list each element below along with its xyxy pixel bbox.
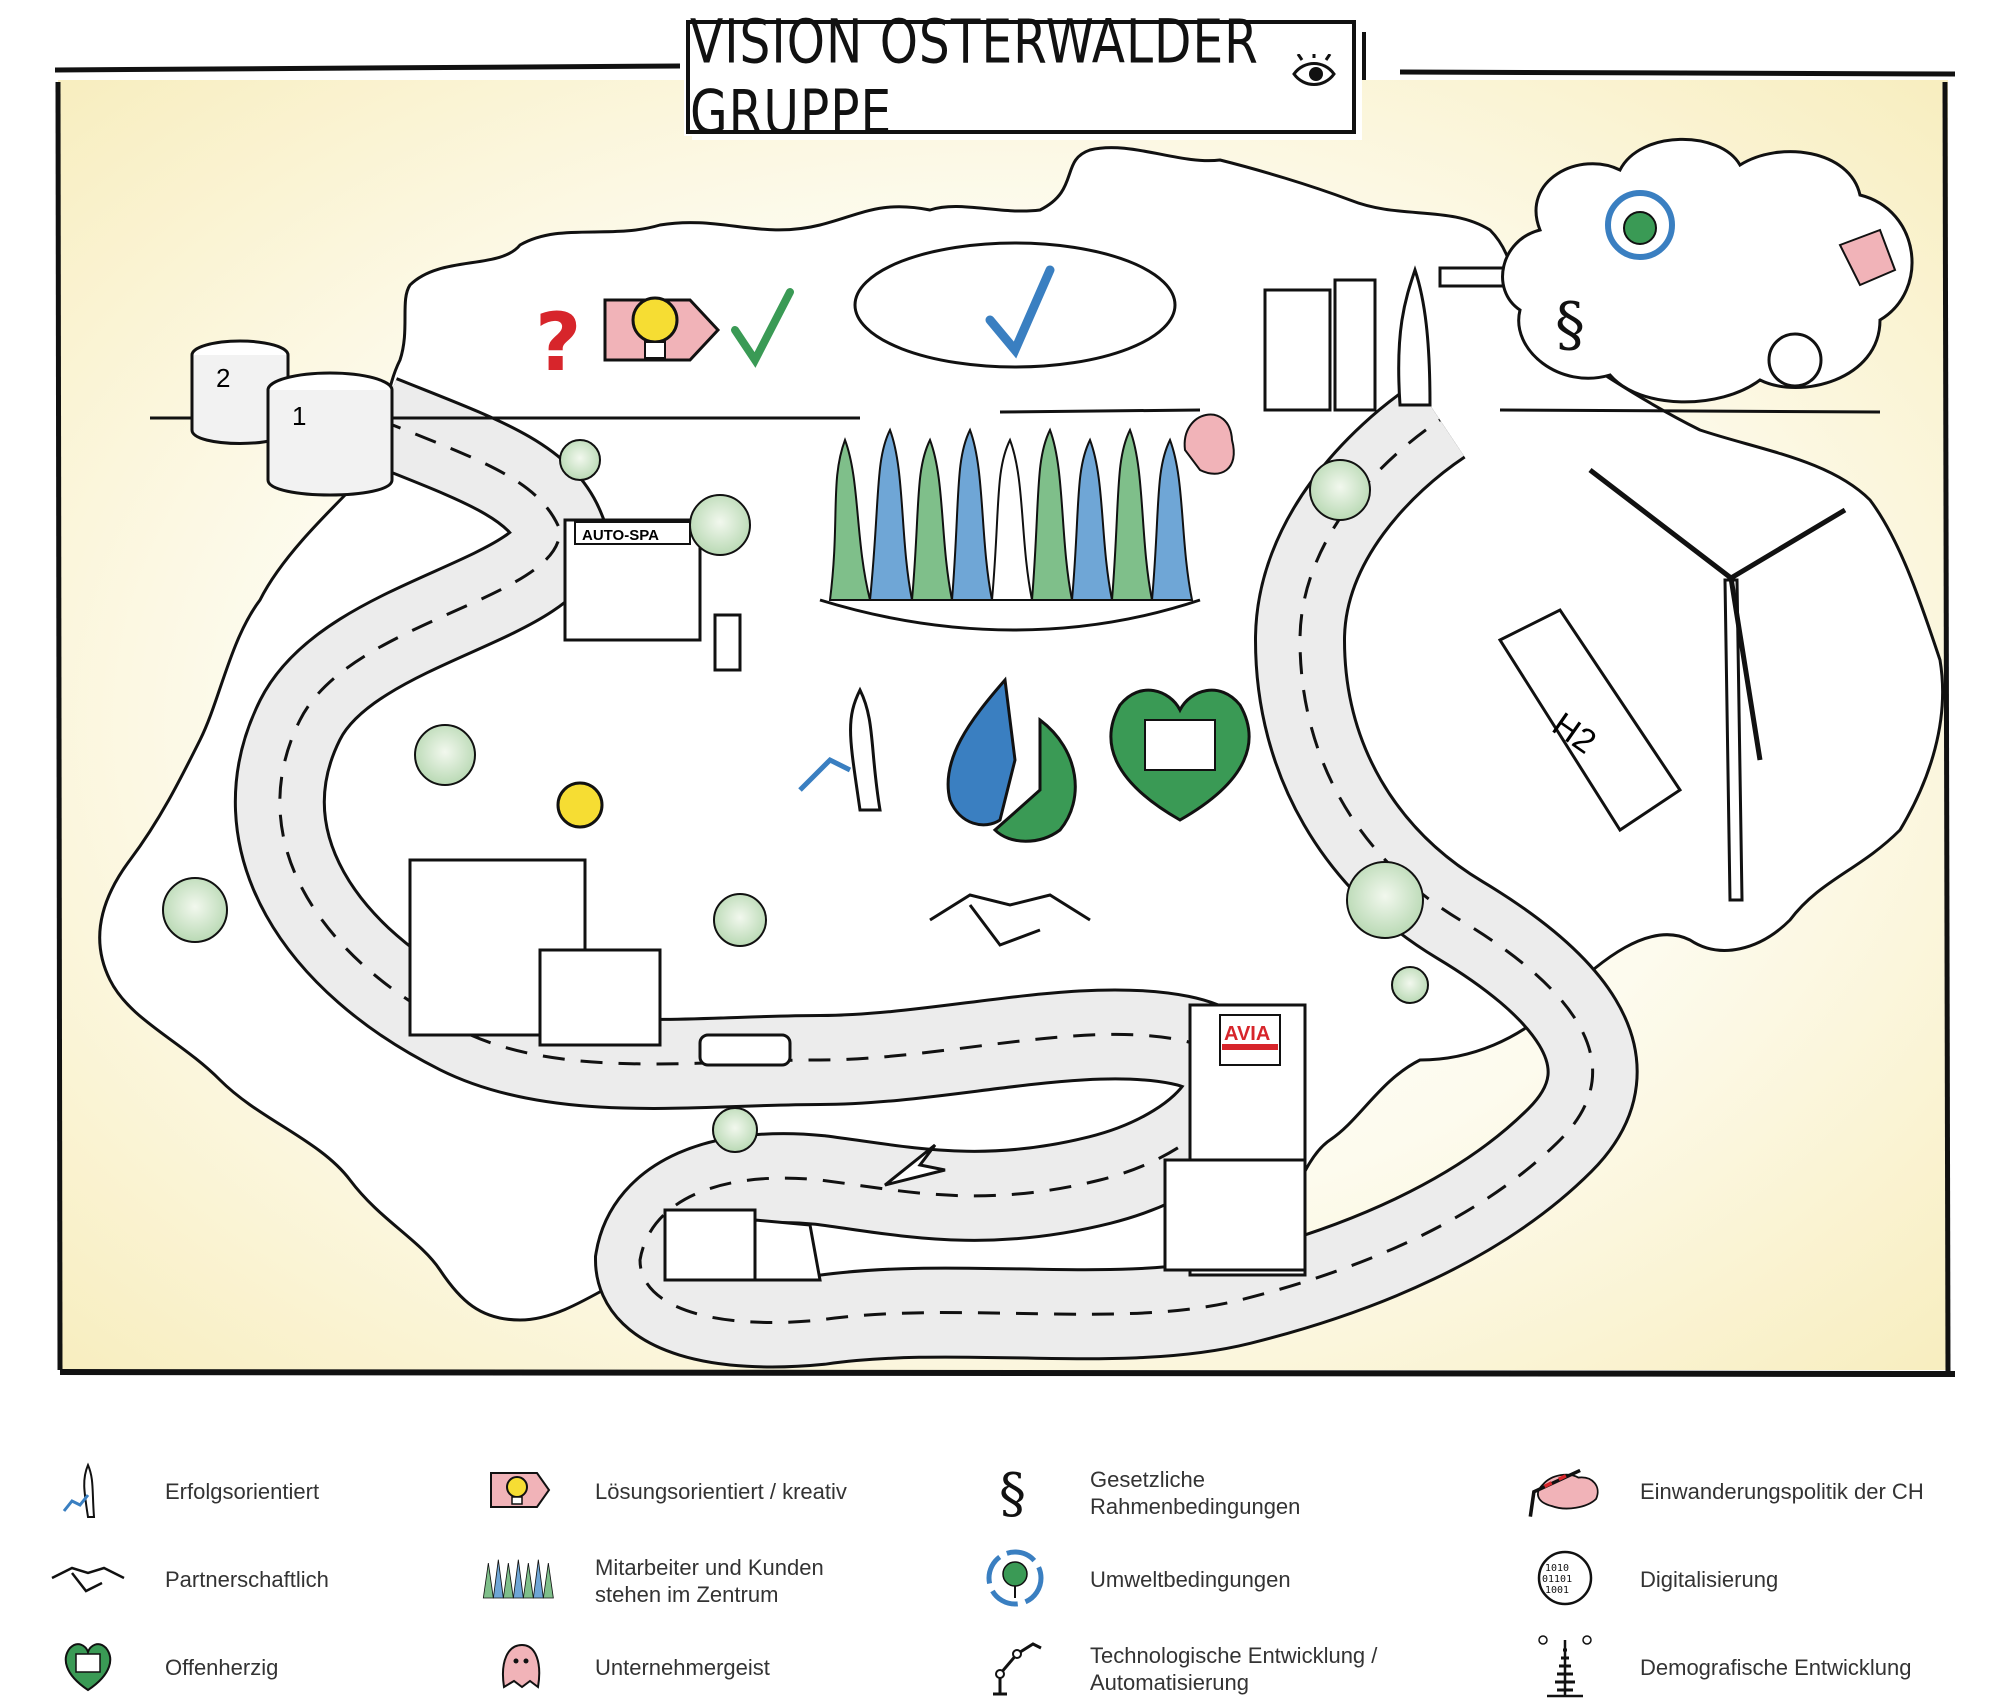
auto-spa-sign: AUTO-SPA (582, 527, 659, 544)
handshake (929, 893, 1091, 947)
wind-turbine (1588, 468, 1847, 902)
svg-text:1010: 1010 (1545, 1563, 1569, 1574)
legend-label: Umweltbedingungen (1090, 1567, 1291, 1592)
avia-station: AVIA (1163, 1003, 1307, 1277)
road (233, 377, 1639, 1369)
legend-item (48, 1548, 128, 1608)
legend-label: Mitarbeiter und Kunden stehen im Zentrum (595, 1555, 824, 1607)
paragraph-icon: § (975, 1459, 1055, 1521)
handshake-icon (48, 1547, 128, 1609)
lightbulb-arrow-icon (480, 1459, 560, 1521)
eye-icon (1292, 54, 1336, 86)
thought-cloud: § (1501, 137, 1914, 404)
svg-text:01101: 01101 (1542, 1574, 1572, 1585)
legend-label: Digitalisierung (1640, 1567, 1779, 1592)
sun (556, 781, 604, 829)
center-logo (946, 676, 1077, 843)
storage-tanks: 2 1 (190, 339, 394, 497)
legend-item (1525, 1460, 1605, 1520)
legend-label: Partnerschaftlich (165, 1567, 329, 1592)
avia-sign: AVIA (1224, 1023, 1270, 1045)
question-mark-icon: ? (535, 296, 581, 389)
legend-label: Technologische Entwicklung / Automatisie… (1090, 1643, 1378, 1695)
robot-arm-icon (975, 1635, 1055, 1697)
tank-2-label: 2 (216, 363, 230, 393)
heart (1109, 688, 1251, 822)
svg-text:1001: 1001 (1545, 1585, 1569, 1596)
legend-item (48, 1636, 128, 1696)
legend-item (975, 1636, 1055, 1696)
trees (162, 439, 1429, 1153)
paragraph-symbol-icon: § (1555, 290, 1585, 360)
legend-label: Erfolgsorientiert (165, 1479, 320, 1504)
legend-label: Demografische Entwicklung (1640, 1655, 1912, 1680)
page-title: Vision Osterwalder Gruppe (690, 6, 1259, 148)
crowd-icon (480, 1547, 560, 1609)
title-box: Vision Osterwalder Gruppe (686, 6, 1366, 148)
population-pyramid-icon (1525, 1635, 1605, 1698)
success-figure (798, 686, 882, 812)
heart-icon (48, 1635, 128, 1697)
city-skyline (1263, 265, 1512, 412)
ghost-icon (480, 1635, 560, 1697)
legend-item (48, 1460, 128, 1520)
idea-sequence: ? (535, 288, 794, 389)
legend-item (480, 1460, 560, 1520)
legend-label: Gesetzliche Rahmenbedingungen (1090, 1467, 1301, 1519)
legend-item (480, 1548, 560, 1608)
environment-tree-icon (975, 1547, 1055, 1609)
legend-item (480, 1636, 560, 1696)
car-wash: AUTO-SPA (563, 518, 742, 672)
legend-item: § (975, 1460, 1055, 1520)
legend-label: Einwanderungspolitik der CH (1640, 1479, 1924, 1504)
switzerland-barrier-icon (1525, 1459, 1605, 1521)
success-figure-icon (48, 1459, 128, 1521)
vision-bubble (853, 241, 1177, 369)
road-arrow (884, 1143, 946, 1187)
svg-text:§: § (999, 1462, 1026, 1520)
legend-label: Lösungsorientiert / kreativ (595, 1479, 847, 1504)
vision-illustration: 2 1 ? (54, 63, 1956, 1377)
legend-label: Offenherzig (165, 1655, 279, 1680)
legend-item (1525, 1635, 1605, 1698)
tank-1-label: 1 (292, 401, 306, 431)
legend-label: Unternehmergeist (595, 1655, 770, 1680)
legend-item (975, 1548, 1055, 1608)
street-sweeper (663, 1208, 822, 1282)
office-building (408, 858, 792, 1067)
crowd-figures (819, 413, 1235, 632)
